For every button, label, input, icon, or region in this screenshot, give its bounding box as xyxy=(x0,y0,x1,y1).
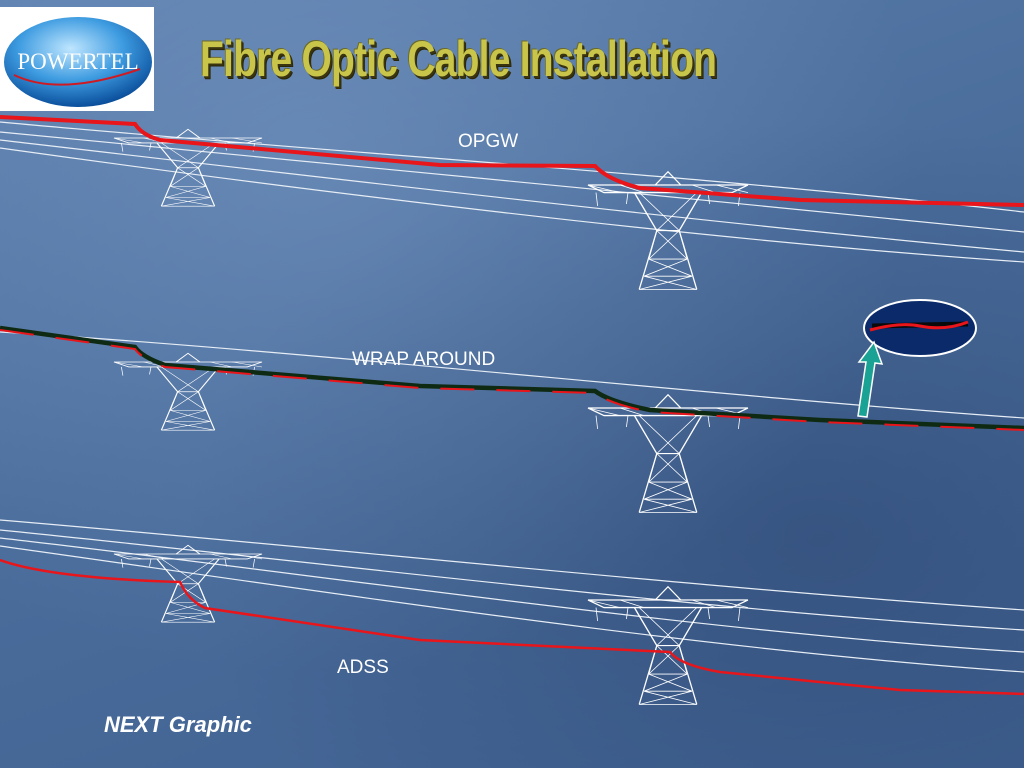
opgw-fibre-cable xyxy=(0,115,1024,207)
conductor-line xyxy=(0,331,1024,419)
conductor-line xyxy=(0,545,1024,673)
transmission-tower xyxy=(113,544,263,623)
logo-graphic: POWERTEL xyxy=(4,17,152,107)
conductor-line xyxy=(0,131,1024,233)
opgw-label: OPGW xyxy=(458,131,519,152)
adss-label: ADSS xyxy=(337,657,389,678)
slide-title: Fibre Optic Cable Installation xyxy=(200,31,717,87)
opgw-section xyxy=(0,115,1024,291)
conductor-line xyxy=(0,147,1024,263)
adss-section xyxy=(0,519,1024,706)
adss-fibre-cable xyxy=(0,558,1024,696)
conductor-line xyxy=(0,537,1024,653)
wrap-around-section xyxy=(0,299,1024,514)
detail-fibre-wrap xyxy=(869,320,969,332)
conductor-line xyxy=(0,519,1024,611)
wrapped-fibre xyxy=(0,329,1024,431)
logo-text: POWERTEL xyxy=(17,49,138,74)
arrow-up-icon xyxy=(857,340,884,418)
wrap-around-cable xyxy=(0,325,1024,431)
cable-detail-callout xyxy=(863,299,977,357)
wrap-around-label: WRAP AROUND xyxy=(352,349,496,370)
next-graphic-link[interactable]: NEXT Graphic xyxy=(104,712,252,737)
powertel-logo: POWERTEL xyxy=(0,7,154,111)
conductor-line xyxy=(0,529,1024,631)
conductor-line xyxy=(0,139,1024,253)
transmission-tower xyxy=(587,585,749,706)
